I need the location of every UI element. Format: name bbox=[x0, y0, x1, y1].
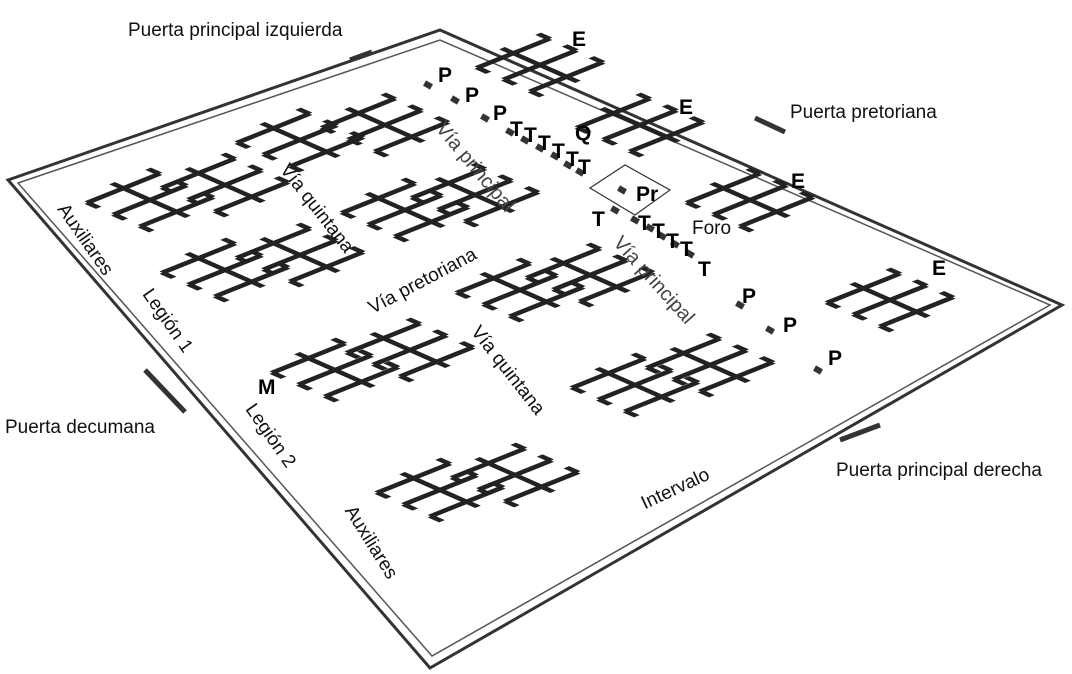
marker-e: E bbox=[679, 96, 694, 119]
marker-t: T bbox=[666, 230, 679, 253]
marker-p: P bbox=[493, 102, 508, 125]
barracks-block bbox=[644, 332, 776, 398]
tent-dot bbox=[505, 127, 515, 137]
tent-dot bbox=[563, 160, 573, 170]
tent-dot bbox=[670, 239, 680, 249]
marker-p: P bbox=[742, 285, 757, 308]
barracks-block bbox=[569, 352, 701, 418]
marker-e: E bbox=[791, 170, 806, 193]
tent-dot bbox=[685, 249, 695, 259]
barracks-block bbox=[684, 167, 816, 233]
marker-t: T bbox=[638, 212, 651, 235]
barracks-block bbox=[84, 167, 216, 233]
tent-dot bbox=[550, 151, 560, 161]
gate-label-right-principal: Puerta principal derecha bbox=[836, 460, 1042, 481]
marker-q: Q bbox=[575, 122, 592, 145]
gate-mark bbox=[753, 115, 787, 135]
area-label-foro: Foro bbox=[692, 218, 732, 239]
gate-label-decumana: Puerta decumana bbox=[5, 417, 155, 438]
camp-wall-inner bbox=[16, 39, 1052, 657]
barracks-block bbox=[339, 177, 471, 243]
gate-label-praetorian: Puerta pretoriana bbox=[790, 102, 937, 123]
tent-dot bbox=[765, 325, 775, 335]
tent-dot bbox=[480, 113, 490, 123]
barracks-block bbox=[159, 237, 291, 303]
barracks-block bbox=[454, 257, 586, 323]
gate-label-left-principal: Puerta principal izquierda bbox=[128, 20, 343, 41]
tent-dot bbox=[813, 365, 823, 375]
barracks-block bbox=[574, 92, 706, 158]
marker-m: M bbox=[258, 376, 276, 399]
foro-square bbox=[588, 164, 672, 216]
camp-wall-outer bbox=[5, 28, 1066, 670]
gate-marks bbox=[143, 49, 881, 443]
tent-dot bbox=[610, 205, 620, 215]
tent-dots bbox=[423, 80, 823, 375]
tent-dot bbox=[520, 135, 530, 145]
tent-dot bbox=[535, 143, 545, 153]
tent-dot bbox=[735, 300, 745, 310]
barracks-block bbox=[344, 317, 476, 383]
marker-t: T bbox=[566, 148, 579, 171]
marker-p: P bbox=[828, 347, 843, 370]
marker-t: T bbox=[552, 140, 565, 163]
barracks-group bbox=[84, 32, 956, 523]
marker-e: E bbox=[932, 257, 947, 280]
marker-t: T bbox=[680, 238, 693, 261]
marker-pr: Pr bbox=[636, 183, 659, 206]
tent-dot bbox=[450, 95, 460, 105]
barracks-block bbox=[449, 442, 581, 508]
gate-mark bbox=[143, 368, 187, 414]
gate-mark bbox=[839, 422, 881, 443]
tent-dot bbox=[423, 80, 433, 90]
barracks-block bbox=[269, 337, 401, 403]
barracks-block bbox=[234, 222, 366, 288]
barracks-block bbox=[319, 92, 451, 158]
marker-t: T bbox=[524, 124, 537, 147]
tent-dot bbox=[617, 185, 627, 195]
marker-t: T bbox=[698, 258, 711, 281]
tent-dot bbox=[657, 231, 667, 241]
marker-t: T bbox=[652, 220, 665, 243]
barracks-block bbox=[409, 162, 541, 228]
marker-p: P bbox=[465, 84, 480, 107]
barracks-block bbox=[374, 457, 506, 523]
barracks-block bbox=[824, 267, 956, 333]
marker-t: T bbox=[578, 156, 591, 179]
marker-t: T bbox=[538, 132, 551, 155]
barracks-block bbox=[524, 242, 656, 308]
tent-dot bbox=[575, 167, 585, 177]
barracks-block bbox=[474, 32, 606, 98]
marker-e: E bbox=[572, 28, 587, 51]
tent-dot bbox=[645, 223, 655, 233]
tent-dot bbox=[630, 215, 640, 225]
gate-mark bbox=[349, 49, 373, 63]
marker-t: T bbox=[510, 118, 523, 141]
marker-p: P bbox=[783, 314, 798, 337]
marker-p: P bbox=[438, 64, 453, 87]
marker-t: T bbox=[592, 208, 605, 231]
barracks-block bbox=[159, 152, 291, 218]
